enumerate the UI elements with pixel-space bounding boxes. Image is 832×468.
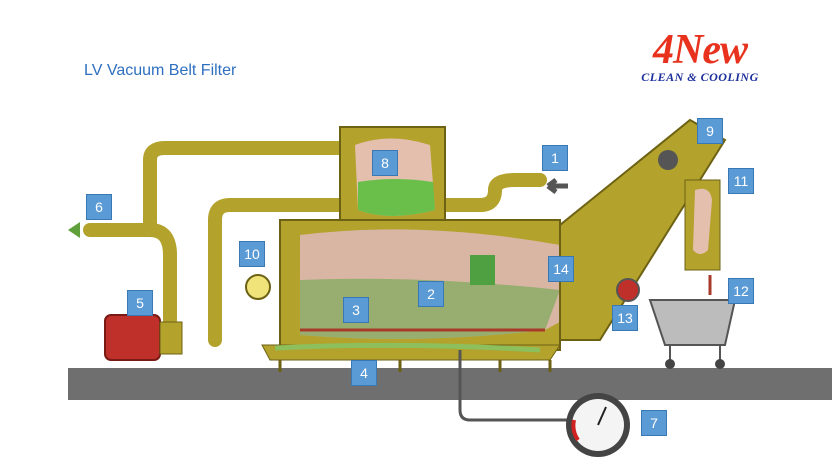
callout-10: 10: [239, 241, 265, 267]
callout-11: 11: [728, 168, 754, 194]
waste-cart: [648, 299, 737, 346]
callout-13: 13: [612, 305, 638, 331]
callout-2: 2: [418, 281, 444, 307]
fan: [245, 274, 271, 300]
callout-6: 6: [86, 194, 112, 220]
ground: [68, 368, 832, 400]
drive-roller: [616, 278, 640, 302]
callout-1: 1: [542, 145, 568, 171]
logo-sub-text: CLEAN & COOLING: [641, 70, 759, 84]
pump-motor: [104, 314, 161, 361]
outlet-arrow: [68, 222, 80, 238]
company-logo: 4New CLEAN & COOLING: [630, 27, 770, 85]
callout-9: 9: [697, 118, 723, 144]
callout-12: 12: [728, 278, 754, 304]
pipes: [83, 141, 547, 347]
callout-14: 14: [548, 256, 574, 282]
callout-8: 8: [372, 150, 398, 176]
drive-motor: [658, 150, 678, 170]
callout-7: 7: [641, 410, 667, 436]
callout-5: 5: [127, 290, 153, 316]
logo-main-text: 4New: [653, 27, 748, 73]
callout-3: 3: [343, 297, 369, 323]
diagram-title: LV Vacuum Belt Filter: [84, 62, 237, 79]
callout-4: 4: [351, 360, 377, 386]
inlet-arrow: [546, 178, 568, 194]
